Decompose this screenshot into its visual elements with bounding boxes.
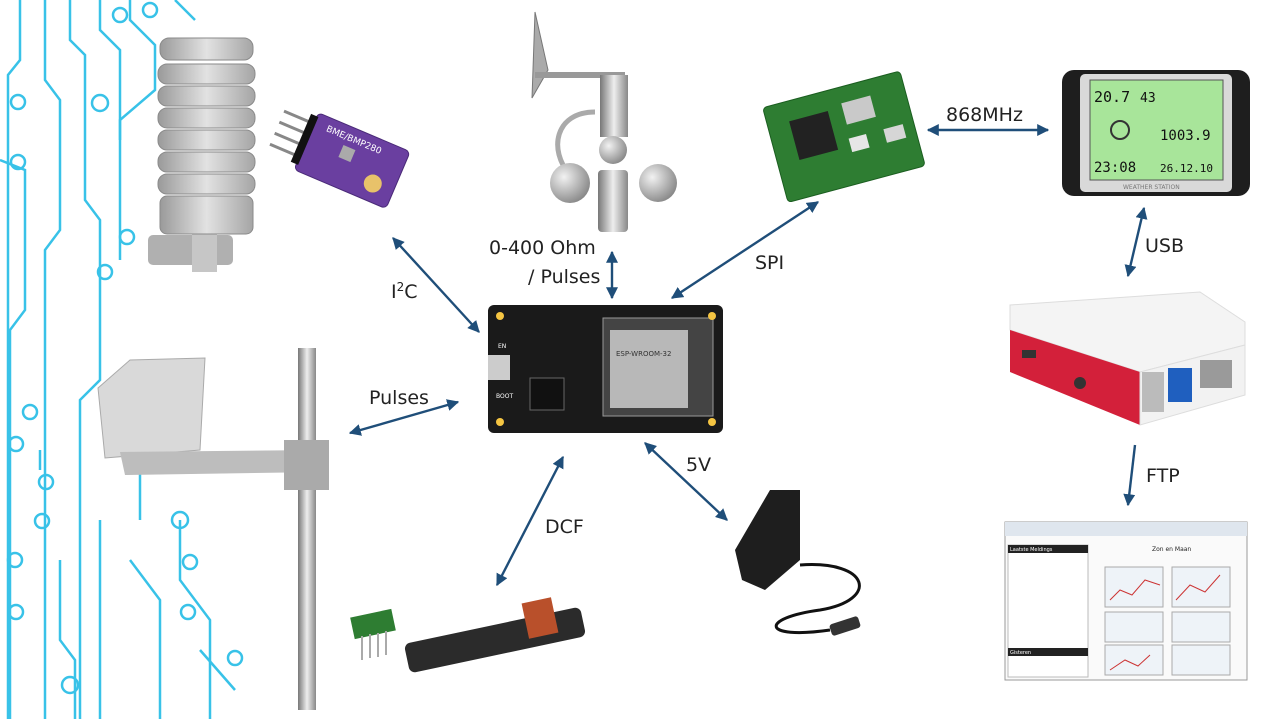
board-module-label: ESP-WROOM-32 (616, 350, 671, 358)
web-left-header: Laatste Meldings (1010, 547, 1053, 553)
display-time: 23:08 (1094, 160, 1136, 176)
arrow-i2c (392, 237, 480, 333)
display-temp: 20.7 (1094, 88, 1130, 106)
label-i2c-main: I (391, 281, 397, 303)
weather-display: 20.7 43 1003.9 23:08 26.12.10 WEATHER ST… (1062, 70, 1250, 196)
label-pulses-left: Pulses (369, 387, 429, 409)
label-i2c: I2C (391, 280, 418, 303)
arrow-5v (644, 442, 728, 521)
arrow-dcf (495, 455, 565, 587)
web-dashboard: Laatste Meldings Gisteren Zon en Maan (1004, 521, 1248, 681)
raspberry-pi (1009, 291, 1246, 426)
label-i2c-tail: C (404, 281, 418, 303)
arrow-usb (1124, 206, 1148, 278)
label-power: 5V (686, 454, 712, 476)
board-en-label: EN (498, 343, 506, 350)
label-usb: USB (1145, 235, 1185, 257)
bme280-sensor: BME/BMP280 (269, 109, 410, 208)
display-press: 1003.9 (1160, 128, 1211, 144)
label-resistance: 0-400 Ohm (489, 237, 596, 259)
label-pulses-top: / Pulses (528, 266, 601, 288)
radiation-shield (148, 37, 256, 272)
label-i2c-sup: 2 (396, 280, 405, 294)
power-adapter (735, 490, 861, 636)
display-date: 26.12.10 (1160, 162, 1213, 175)
web-title: Zon en Maan (1152, 546, 1191, 553)
anemometer (531, 11, 677, 232)
display-footer: WEATHER STATION (1123, 184, 1180, 191)
rain-gauge (97, 348, 329, 710)
display-hum: 43 (1140, 91, 1156, 106)
web-left-header2: Gisteren (1010, 650, 1031, 656)
label-ftp: FTP (1146, 465, 1180, 487)
esp32-board: ESP-WROOM-32 EN BOOT (488, 305, 723, 433)
arrow-ftp (1123, 444, 1137, 507)
arrow-pulses (348, 399, 460, 436)
arrow-spi (670, 200, 820, 300)
label-dcf: DCF (545, 516, 584, 538)
rf-868-module (763, 71, 925, 203)
label-spi: SPI (755, 252, 785, 274)
connection-arrows (348, 124, 1148, 587)
circuit-background (0, 0, 244, 719)
label-frequency: 868MHz (946, 104, 1023, 126)
dcf-receiver (350, 597, 586, 673)
board-boot-label: BOOT (496, 393, 513, 400)
